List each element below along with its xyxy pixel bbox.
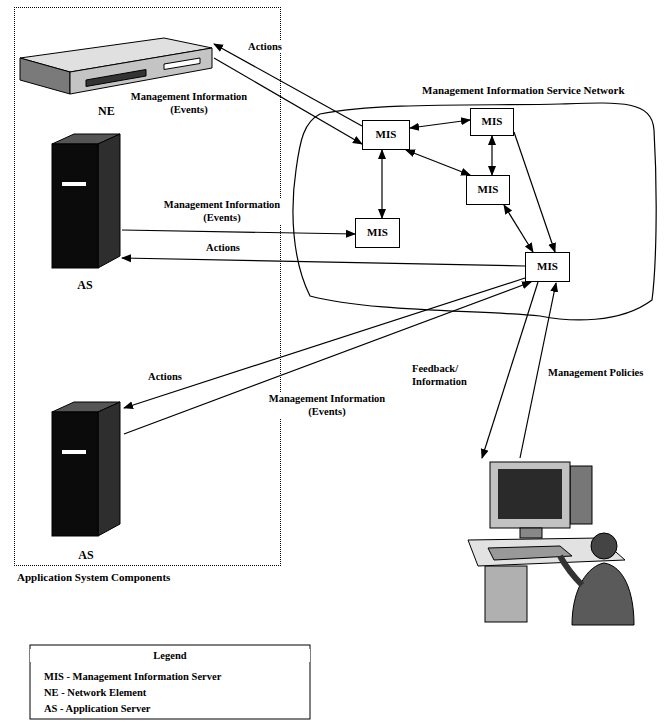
server-slot: [62, 450, 86, 454]
edge-label-holder: Actions: [140, 370, 190, 383]
annotation-label: Legend: [30, 649, 310, 662]
group-caption: Application System Components: [17, 571, 170, 584]
server-picture: [48, 130, 122, 270]
server-slot: [62, 182, 86, 186]
mis-box: MIS: [466, 175, 510, 205]
component-label: AS: [48, 278, 122, 292]
application-server: AS: [48, 130, 122, 298]
mis-label: MIS: [367, 226, 388, 239]
device-front: [70, 48, 212, 94]
operator-arm: [560, 556, 582, 585]
legend-box: [30, 645, 310, 719]
operator-body: [572, 563, 634, 625]
server-front: [52, 412, 98, 536]
monitor-back: [570, 466, 592, 524]
operator-head: [591, 533, 617, 559]
server-side: [98, 402, 120, 536]
monitor-case: [490, 462, 570, 528]
legend-text: AS - Application Server: [44, 702, 150, 715]
legend-row: MIS - Management Information Server: [44, 666, 221, 684]
service-network-cloud: Management Information Service NetworkMI…: [290, 100, 656, 322]
component-label: AS: [48, 548, 124, 562]
text-holder: Management Information Service Network: [422, 84, 625, 97]
mis-box: MIS: [525, 252, 570, 282]
server-front: [52, 144, 98, 268]
legend-row: NE - Network Element: [44, 682, 146, 700]
mis-label: MIS: [376, 128, 397, 141]
label-holder: Management Policies: [548, 366, 643, 379]
mis-label: MIS: [537, 260, 558, 273]
connector-arrow: [124, 282, 531, 434]
mis-box: MIS: [355, 218, 400, 248]
mis-label: MIS: [482, 115, 503, 128]
annotation-label: Management Policies: [548, 366, 643, 379]
edge-label: Management Information (Events): [158, 198, 286, 224]
edge-label-holder: Actions: [198, 241, 248, 254]
feedback-wire: [482, 282, 538, 458]
monitor-stand: [520, 528, 542, 538]
mis-box: MIS: [362, 120, 410, 150]
text-holder: Application System Components: [17, 571, 170, 584]
annotation-label: Feedback/ Information: [412, 362, 476, 388]
edge-label: Actions: [140, 370, 190, 383]
server-picture: [48, 398, 122, 538]
edge-label-holder: Management Information (Events): [124, 90, 254, 116]
cloud-path: [293, 103, 656, 320]
legend-text: NE - Network Element: [44, 686, 146, 699]
device-ports: [86, 70, 146, 87]
edge-label: Actions: [198, 241, 248, 254]
connector-arrow: [406, 150, 470, 175]
label-holder: Legend: [30, 649, 310, 662]
label-holder: Feedback/ Information: [412, 362, 476, 388]
monitor-screen: [498, 469, 562, 519]
connector-arrow: [514, 132, 555, 252]
connector-arrow: [381, 150, 382, 218]
component-label: NE: [98, 104, 115, 118]
connector-arrow: [124, 278, 525, 408]
connector-arrow: [122, 230, 355, 234]
device-plate: [164, 58, 200, 70]
edge-label-holder: Management Information (Events): [158, 198, 286, 224]
edge-label: Actions: [240, 40, 290, 53]
mis-label: MIS: [478, 183, 499, 196]
legend-text: MIS - Management Information Server: [44, 670, 221, 683]
edge-label: Management Information (Events): [262, 392, 392, 418]
connector-arrow: [504, 205, 533, 252]
connector-arrow: [410, 120, 470, 128]
edge-label-holder: Actions: [240, 40, 290, 53]
connector-arrow: [491, 136, 492, 175]
text-holder: AS: [48, 278, 122, 292]
workstation-illustration: [468, 462, 634, 625]
mis-box: MIS: [470, 108, 514, 136]
connector-arrow: [122, 258, 525, 266]
edge-label: Management Information (Events): [124, 90, 254, 116]
device-end: [20, 58, 70, 94]
server-side: [98, 134, 120, 268]
legend-row: AS - Application Server: [44, 698, 150, 716]
text-holder: NE: [98, 104, 115, 118]
application-server: AS: [48, 398, 124, 564]
text-holder: AS: [48, 548, 124, 562]
desk-unit: [485, 566, 527, 622]
group-caption: Management Information Service Network: [422, 84, 625, 97]
edge-label-holder: Management Information (Events): [262, 392, 392, 418]
